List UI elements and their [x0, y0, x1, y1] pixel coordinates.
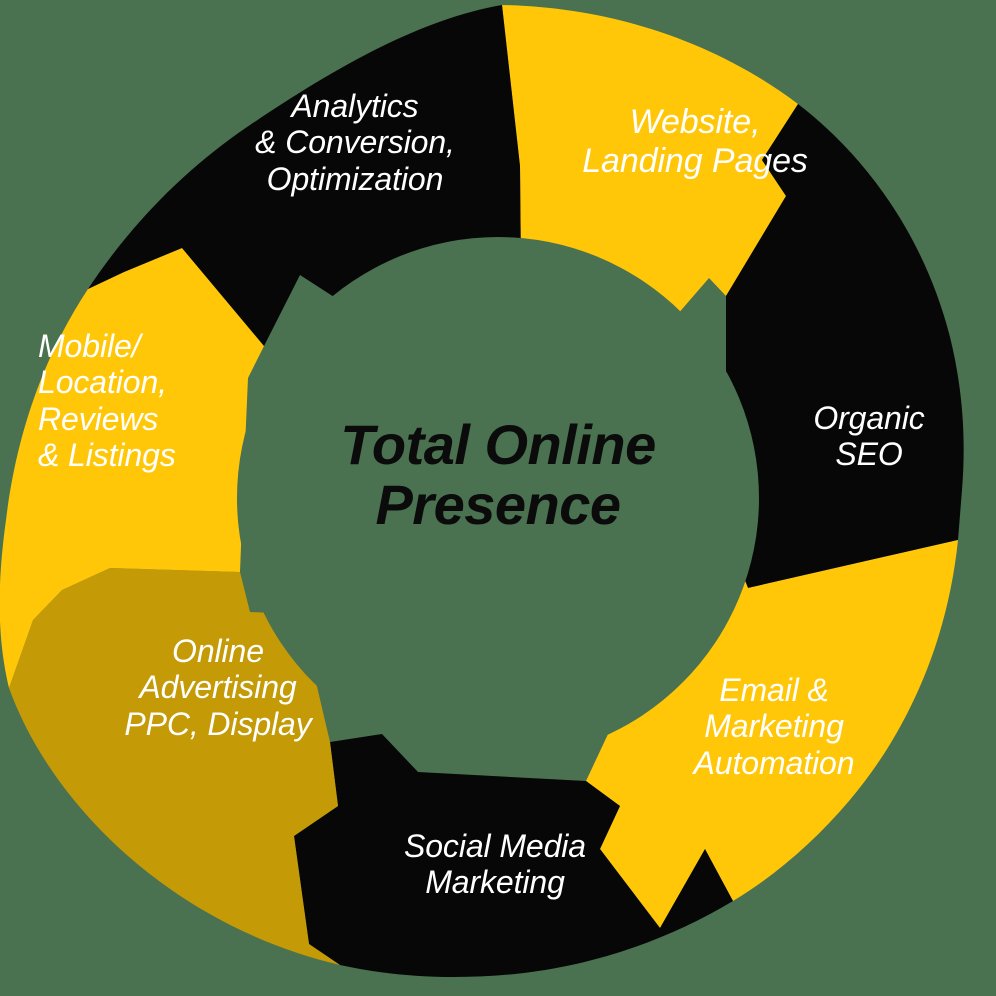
- segment-social-media-marketing[interactable]: [294, 734, 733, 977]
- segment-organic-seo[interactable]: [700, 104, 964, 588]
- segment-website-landing-pages[interactable]: [502, 5, 798, 330]
- donut-inner-hole: [237, 237, 759, 759]
- segment-email-marketing-automation[interactable]: [586, 540, 958, 928]
- donut-segments: [0, 5, 964, 977]
- segment-mobile-location[interactable]: [0, 248, 264, 688]
- center-title: Total Online Presence: [340, 413, 656, 537]
- segment-online-advertising[interactable]: [9, 568, 340, 965]
